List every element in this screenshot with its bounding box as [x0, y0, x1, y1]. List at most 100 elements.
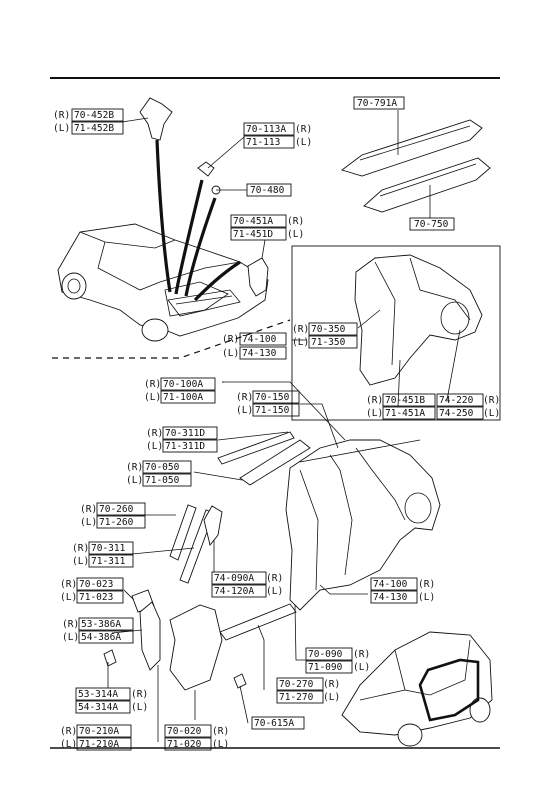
svg-text:71-451A: 71-451A [385, 408, 425, 419]
part-70-791a [341, 119, 483, 177]
svg-text:(L): (L) [222, 348, 239, 359]
part-70-050 [239, 439, 311, 486]
svg-text:(R): (R) [144, 379, 161, 390]
svg-text:74-130: 74-130 [242, 348, 277, 359]
part-70-615a [233, 673, 247, 689]
svg-text:(L): (L) [80, 517, 97, 528]
svg-text:70-451A: 70-451A [233, 216, 273, 227]
svg-text:71-311D: 71-311D [165, 441, 205, 452]
callout-70-113a: 70-113A (R) 71-113 (L) [243, 122, 312, 149]
svg-text:71-270: 71-270 [279, 692, 314, 703]
callout-53-314a: 53-314A (R) 54-314A (L) [75, 687, 148, 714]
inner-panel-box [291, 245, 501, 421]
svg-text:(R): (R) [80, 504, 97, 515]
part-70-113a [197, 161, 215, 177]
svg-text:70-311: 70-311 [91, 543, 126, 554]
callout-70-100a: (R) 70-100A (L) 71-100A [144, 377, 216, 404]
part-53-314a [103, 649, 117, 667]
svg-text:(R): (R) [222, 334, 239, 345]
callout-70-050: (R) 70-050 (L) 71-050 [126, 460, 192, 487]
svg-text:74-090A: 74-090A [214, 573, 254, 584]
svg-text:(R): (R) [146, 428, 163, 439]
svg-text:70-113A: 70-113A [246, 124, 286, 135]
svg-text:(L): (L) [353, 662, 370, 673]
svg-text:(R): (R) [295, 124, 312, 135]
svg-text:71-020: 71-020 [167, 739, 202, 750]
callout-70-020: 70-020 (R) 71-020 (L) [164, 724, 229, 751]
part-53-386a [139, 601, 161, 671]
svg-text:54-386A: 54-386A [81, 632, 121, 643]
svg-text:74-250: 74-250 [439, 408, 474, 419]
svg-text:53-386A: 53-386A [81, 619, 121, 630]
svg-text:(R): (R) [323, 679, 340, 690]
svg-text:74-100: 74-100 [242, 334, 277, 345]
callout-70-615a: 70-615A [251, 716, 305, 730]
svg-text:70-311D: 70-311D [165, 428, 205, 439]
svg-text:(L): (L) [323, 692, 340, 703]
svg-text:(L): (L) [212, 739, 229, 750]
svg-text:70-150: 70-150 [255, 392, 290, 403]
part-70-311d [217, 431, 295, 465]
callout-70-311d: (R) 70-311D (L) 71-311D [146, 426, 218, 453]
callout-53-386a: (R) 53-386A (L) 54-386A [62, 617, 134, 644]
part-74-090a [203, 505, 223, 546]
svg-text:70-350: 70-350 [311, 324, 346, 335]
part-70-452b [139, 97, 173, 141]
svg-text:(R): (R) [353, 649, 370, 660]
svg-text:(R): (R) [236, 392, 253, 403]
svg-text:(R): (R) [366, 395, 383, 406]
svg-text:(L): (L) [292, 337, 309, 348]
side-car-illustration [341, 631, 493, 747]
leader-band-4 [193, 260, 241, 302]
callout-74-220: 74-220 (R) 74-250 (L) [436, 393, 500, 420]
svg-text:70-750: 70-750 [414, 219, 449, 230]
leader-lines [107, 110, 461, 742]
callout-70-023: (R) 70-023 (L) 71-023 [60, 577, 124, 604]
svg-text:(R): (R) [53, 110, 70, 121]
svg-text:(L): (L) [483, 408, 500, 419]
svg-text:70-270: 70-270 [279, 679, 314, 690]
callout-70-270: 70-270 (R) 71-270 (L) [276, 677, 340, 704]
svg-text:70-451B: 70-451B [385, 395, 425, 406]
callout-70-090: 70-090 (R) 71-090 (L) [305, 647, 370, 674]
callout-74-100-lower: 74-100 (R) 74-130 (L) [370, 577, 435, 604]
svg-text:71-023: 71-023 [79, 592, 113, 603]
svg-text:(L): (L) [418, 592, 435, 603]
svg-text:(R): (R) [131, 689, 148, 700]
svg-text:70-100A: 70-100A [163, 379, 203, 390]
svg-text:70-452B: 70-452B [74, 110, 114, 121]
callout-70-750: 70-750 [409, 217, 455, 231]
svg-text:70-260: 70-260 [99, 504, 134, 515]
svg-text:74-220: 74-220 [439, 395, 474, 406]
svg-text:(L): (L) [60, 592, 77, 603]
leader-band-1 [155, 139, 172, 293]
svg-text:70-210A: 70-210A [79, 726, 119, 737]
svg-text:71-311: 71-311 [91, 556, 126, 567]
svg-text:70-020: 70-020 [167, 726, 202, 737]
svg-text:(R): (R) [62, 619, 79, 630]
svg-text:(R): (R) [266, 573, 283, 584]
svg-text:71-050: 71-050 [145, 475, 180, 486]
svg-text:71-150: 71-150 [255, 405, 290, 416]
svg-text:(R): (R) [126, 462, 143, 473]
callout-70-451b: (R) 70-451B (L) 71-451A [366, 393, 436, 420]
svg-text:70-023: 70-023 [79, 579, 113, 590]
callout-70-480: 70-480 [246, 183, 292, 197]
callout-70-260: (R) 70-260 (L) 71-260 [80, 502, 146, 529]
svg-text:74-130: 74-130 [373, 592, 408, 603]
callout-70-311: (R) 70-311 (L) 71-311 [72, 541, 134, 568]
callout-74-100-upper: (R) 74-100 (L) 74-130 [222, 332, 287, 360]
svg-text:70-791A: 70-791A [357, 98, 397, 109]
svg-text:54-314A: 54-314A [78, 702, 118, 713]
svg-text:(R): (R) [60, 579, 77, 590]
svg-text:(L): (L) [236, 405, 253, 416]
svg-text:71-100A: 71-100A [163, 392, 203, 403]
rear-car-illustration [57, 223, 269, 342]
svg-text:70-090: 70-090 [308, 649, 343, 660]
svg-text:(L): (L) [126, 475, 143, 486]
svg-text:71-113: 71-113 [246, 137, 280, 148]
part-70-350 [354, 254, 483, 386]
svg-text:70-615A: 70-615A [254, 718, 294, 729]
part-70-020 [169, 604, 223, 691]
svg-text:71-451D: 71-451D [233, 229, 273, 240]
